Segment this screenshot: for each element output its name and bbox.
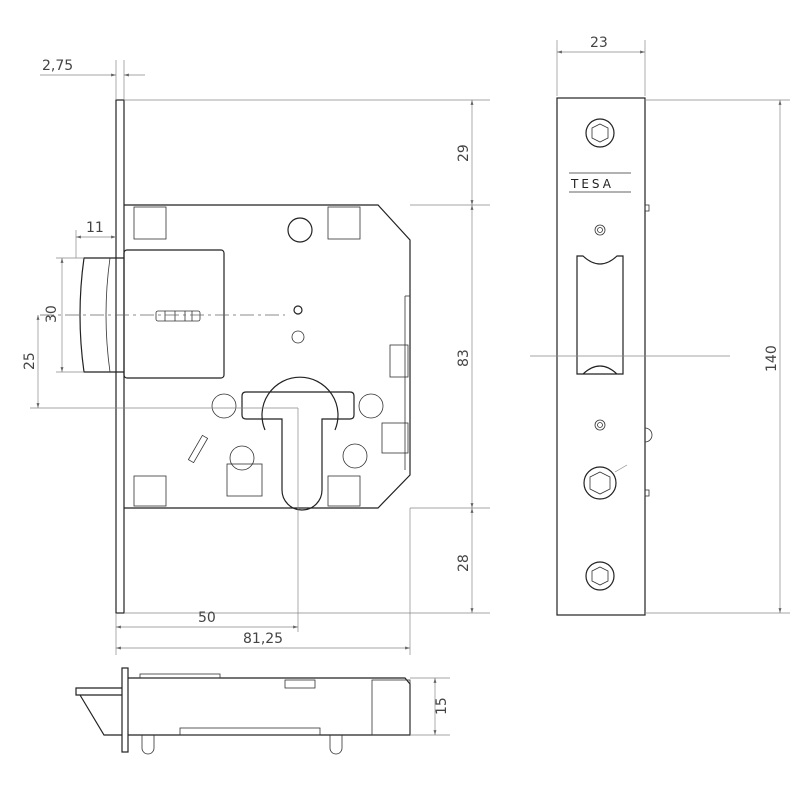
dim-top-offset: 29 [456,144,472,162]
faceplate [556,97,646,616]
bolt-carriage [123,249,225,379]
screw-bottom-icon [585,561,615,591]
dim-body-thickness: 15 [434,697,450,715]
screw-lower-icon [583,466,617,500]
dim-faceplate-thickness: 2,75 [42,58,73,74]
dim-faceplate-height: 140 [764,345,780,372]
dim-bolt-height: 30 [44,305,60,323]
tesa-logo: TESA [570,177,614,191]
faceplate-edge [115,99,125,614]
dim-bottom-offset: 28 [456,554,472,572]
body-bottom-outline [128,677,411,736]
front-view: 23 TESA 140 [530,35,790,616]
side-view [30,99,411,632]
screw-top-icon [585,118,615,148]
cylinder-cam [261,376,339,431]
bolt-face [576,255,624,375]
faceplate-bottom-edge [121,667,129,753]
deadbolt [79,257,124,373]
dim-bolt-to-cylinder: 25 [22,352,38,370]
dim-faceplate-width: 23 [590,35,608,51]
cylinder-profile [241,391,355,511]
dim-body-height: 83 [456,349,472,367]
dim-backset: 50 [198,610,216,626]
bottom-view: 15 [75,667,450,755]
dim-body-depth: 81,25 [243,631,283,647]
dimension-lines: 2,75 11 30 25 29 83 28 50 81,25 [22,58,490,655]
lock-body [124,204,411,509]
dim-bolt-throw: 11 [86,220,104,236]
